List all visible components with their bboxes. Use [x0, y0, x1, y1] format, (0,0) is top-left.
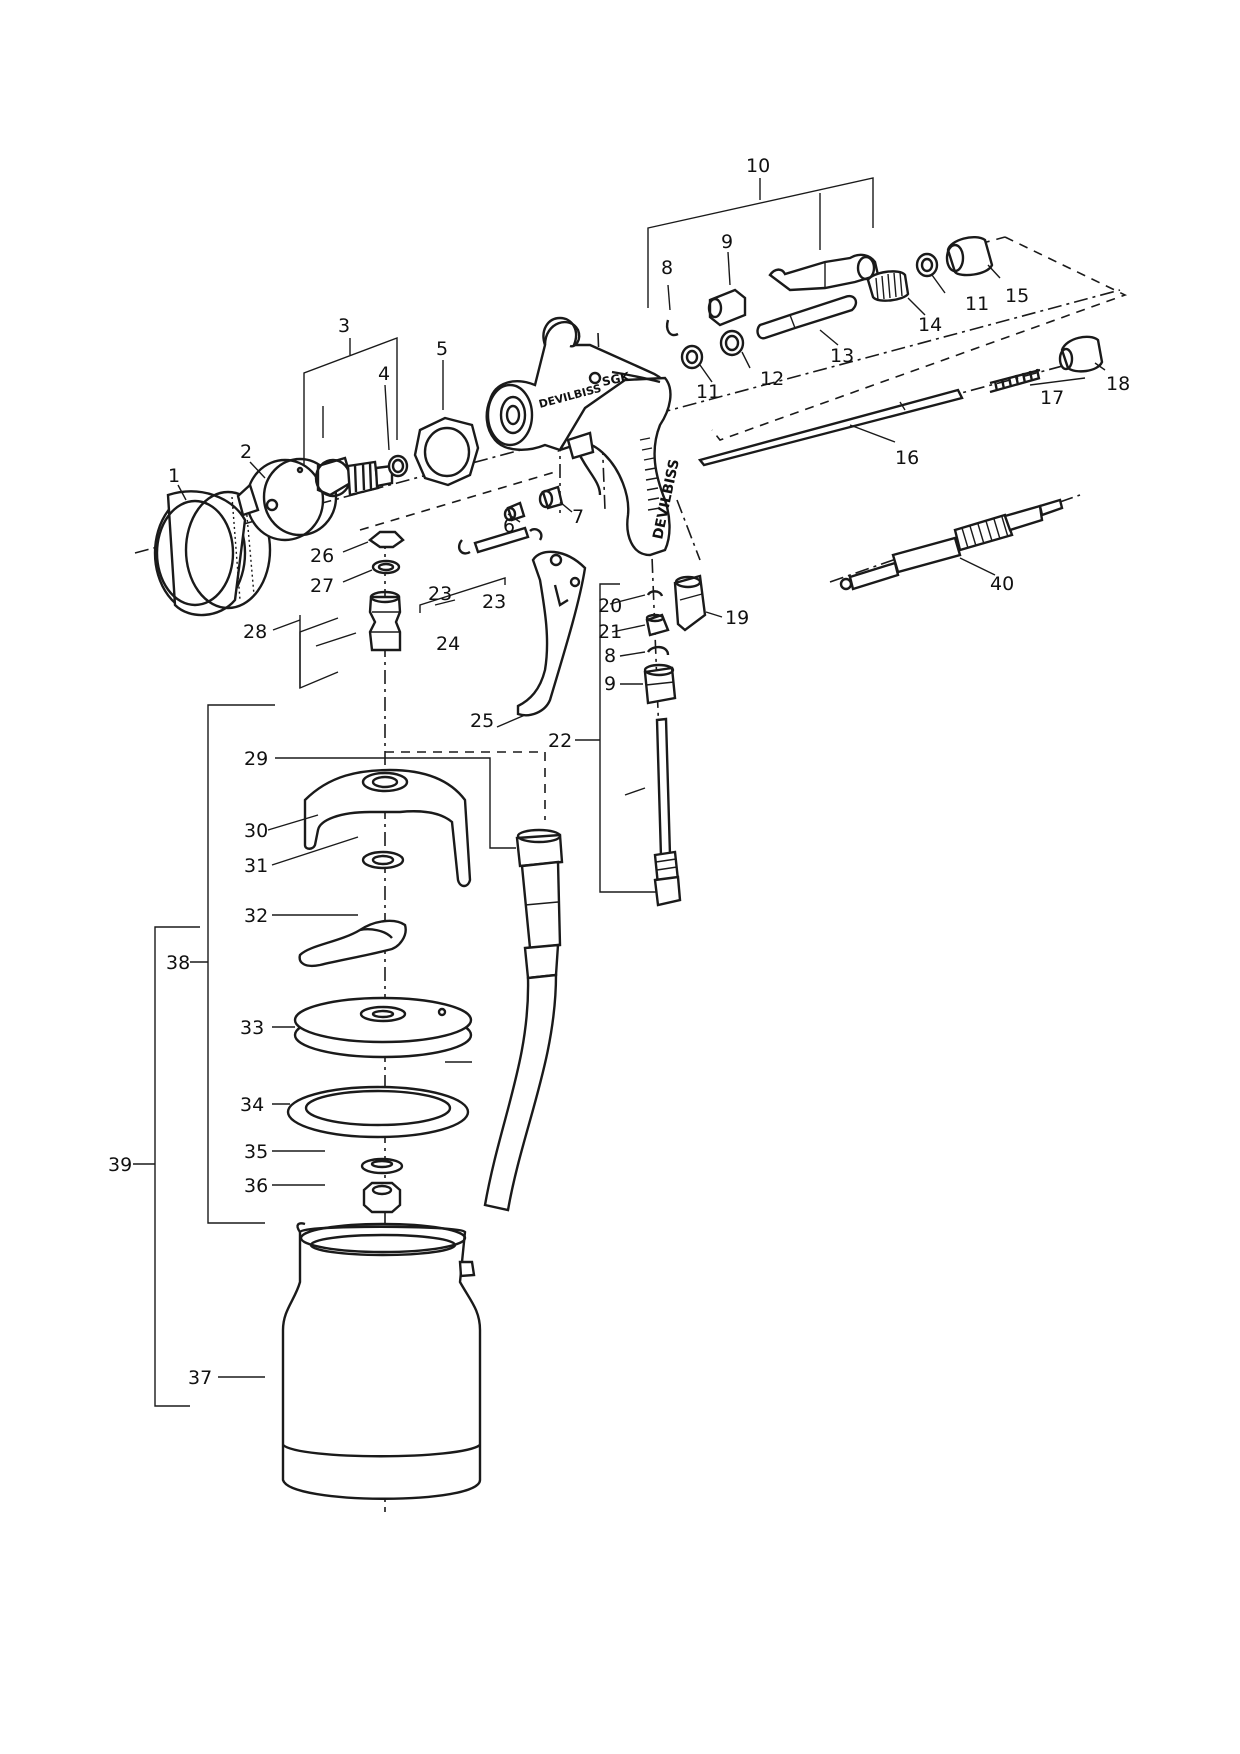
part-label: 11 — [696, 381, 720, 403]
part-label: 34 — [240, 1094, 264, 1116]
part-label: 7 — [572, 506, 584, 528]
part-number-labels: 1 2 3 4 5 6 7 8 8 9 9 10 11 11 12 13 14 … — [108, 155, 1130, 1389]
part-label: 27 — [310, 575, 334, 597]
part-label: 26 — [310, 545, 334, 567]
part-label: 6 — [503, 515, 515, 537]
part-label: 20 — [598, 595, 622, 617]
part-label: 23 — [482, 591, 506, 613]
part-label: 5 — [436, 338, 448, 360]
spray-gun-body: DEVILBISS DEVILBISS SGK — [485, 316, 683, 557]
trigger-pin-parts — [457, 526, 543, 555]
model-label: SGK — [601, 369, 632, 389]
part-label: 38 — [166, 952, 190, 974]
part-label: 11 — [965, 293, 989, 315]
part-label: 4 — [378, 363, 390, 385]
wrench-tool-part — [839, 498, 1064, 591]
baffle-part — [413, 416, 480, 487]
part-label: 17 — [1040, 387, 1064, 409]
leader-lines — [133, 251, 1106, 1378]
small-bushing-parts — [503, 485, 564, 522]
part-label: 10 — [746, 155, 770, 177]
part-label: 9 — [721, 231, 733, 253]
part-label: 31 — [244, 855, 268, 877]
part-label: 37 — [188, 1367, 212, 1389]
paint-cup-part — [281, 1222, 482, 1500]
part-label: 19 — [725, 607, 749, 629]
part-label: 8 — [661, 257, 673, 279]
fluid-inlet-parts — [643, 574, 707, 907]
part-label: 32 — [244, 905, 268, 927]
part-label: 39 — [108, 1154, 132, 1176]
part-label: 25 — [470, 710, 494, 732]
fluid-needle-parts — [697, 335, 1104, 467]
part-label: 33 — [240, 1017, 264, 1039]
part-label: 24 — [436, 633, 460, 655]
group-brackets — [154, 177, 874, 1407]
part-label: 30 — [244, 820, 268, 842]
part-label: 21 — [598, 621, 622, 643]
part-label: 3 — [338, 315, 350, 337]
part-label: 28 — [243, 621, 267, 643]
fluid-hose-part — [483, 828, 564, 1212]
seal-ring-part — [387, 454, 409, 478]
air-cap-part — [236, 457, 338, 542]
part-label: 12 — [760, 368, 784, 390]
needle-valve-parts — [665, 236, 994, 370]
part-label: 8 — [604, 645, 616, 667]
part-label: 23 — [428, 583, 452, 605]
part-label: 13 — [830, 345, 854, 367]
part-label: 35 — [244, 1141, 268, 1163]
fluid-tip-part — [314, 456, 394, 498]
part-label: 36 — [244, 1175, 268, 1197]
part-label: 40 — [990, 573, 1014, 595]
part-label: 18 — [1106, 373, 1130, 395]
part-label: 14 — [918, 314, 942, 336]
part-label: 29 — [244, 748, 268, 770]
cup-lid-parts — [286, 768, 473, 1214]
fluid-nipple-parts — [367, 530, 405, 652]
part-label: 15 — [1005, 285, 1029, 307]
part-label: 1 — [168, 465, 180, 487]
part-label: 2 — [240, 441, 252, 463]
trigger-part — [516, 550, 587, 717]
part-label: 9 — [604, 673, 616, 695]
part-label: 16 — [895, 447, 919, 469]
part-label: 22 — [548, 730, 572, 752]
air-cap-ring-part — [153, 490, 272, 617]
